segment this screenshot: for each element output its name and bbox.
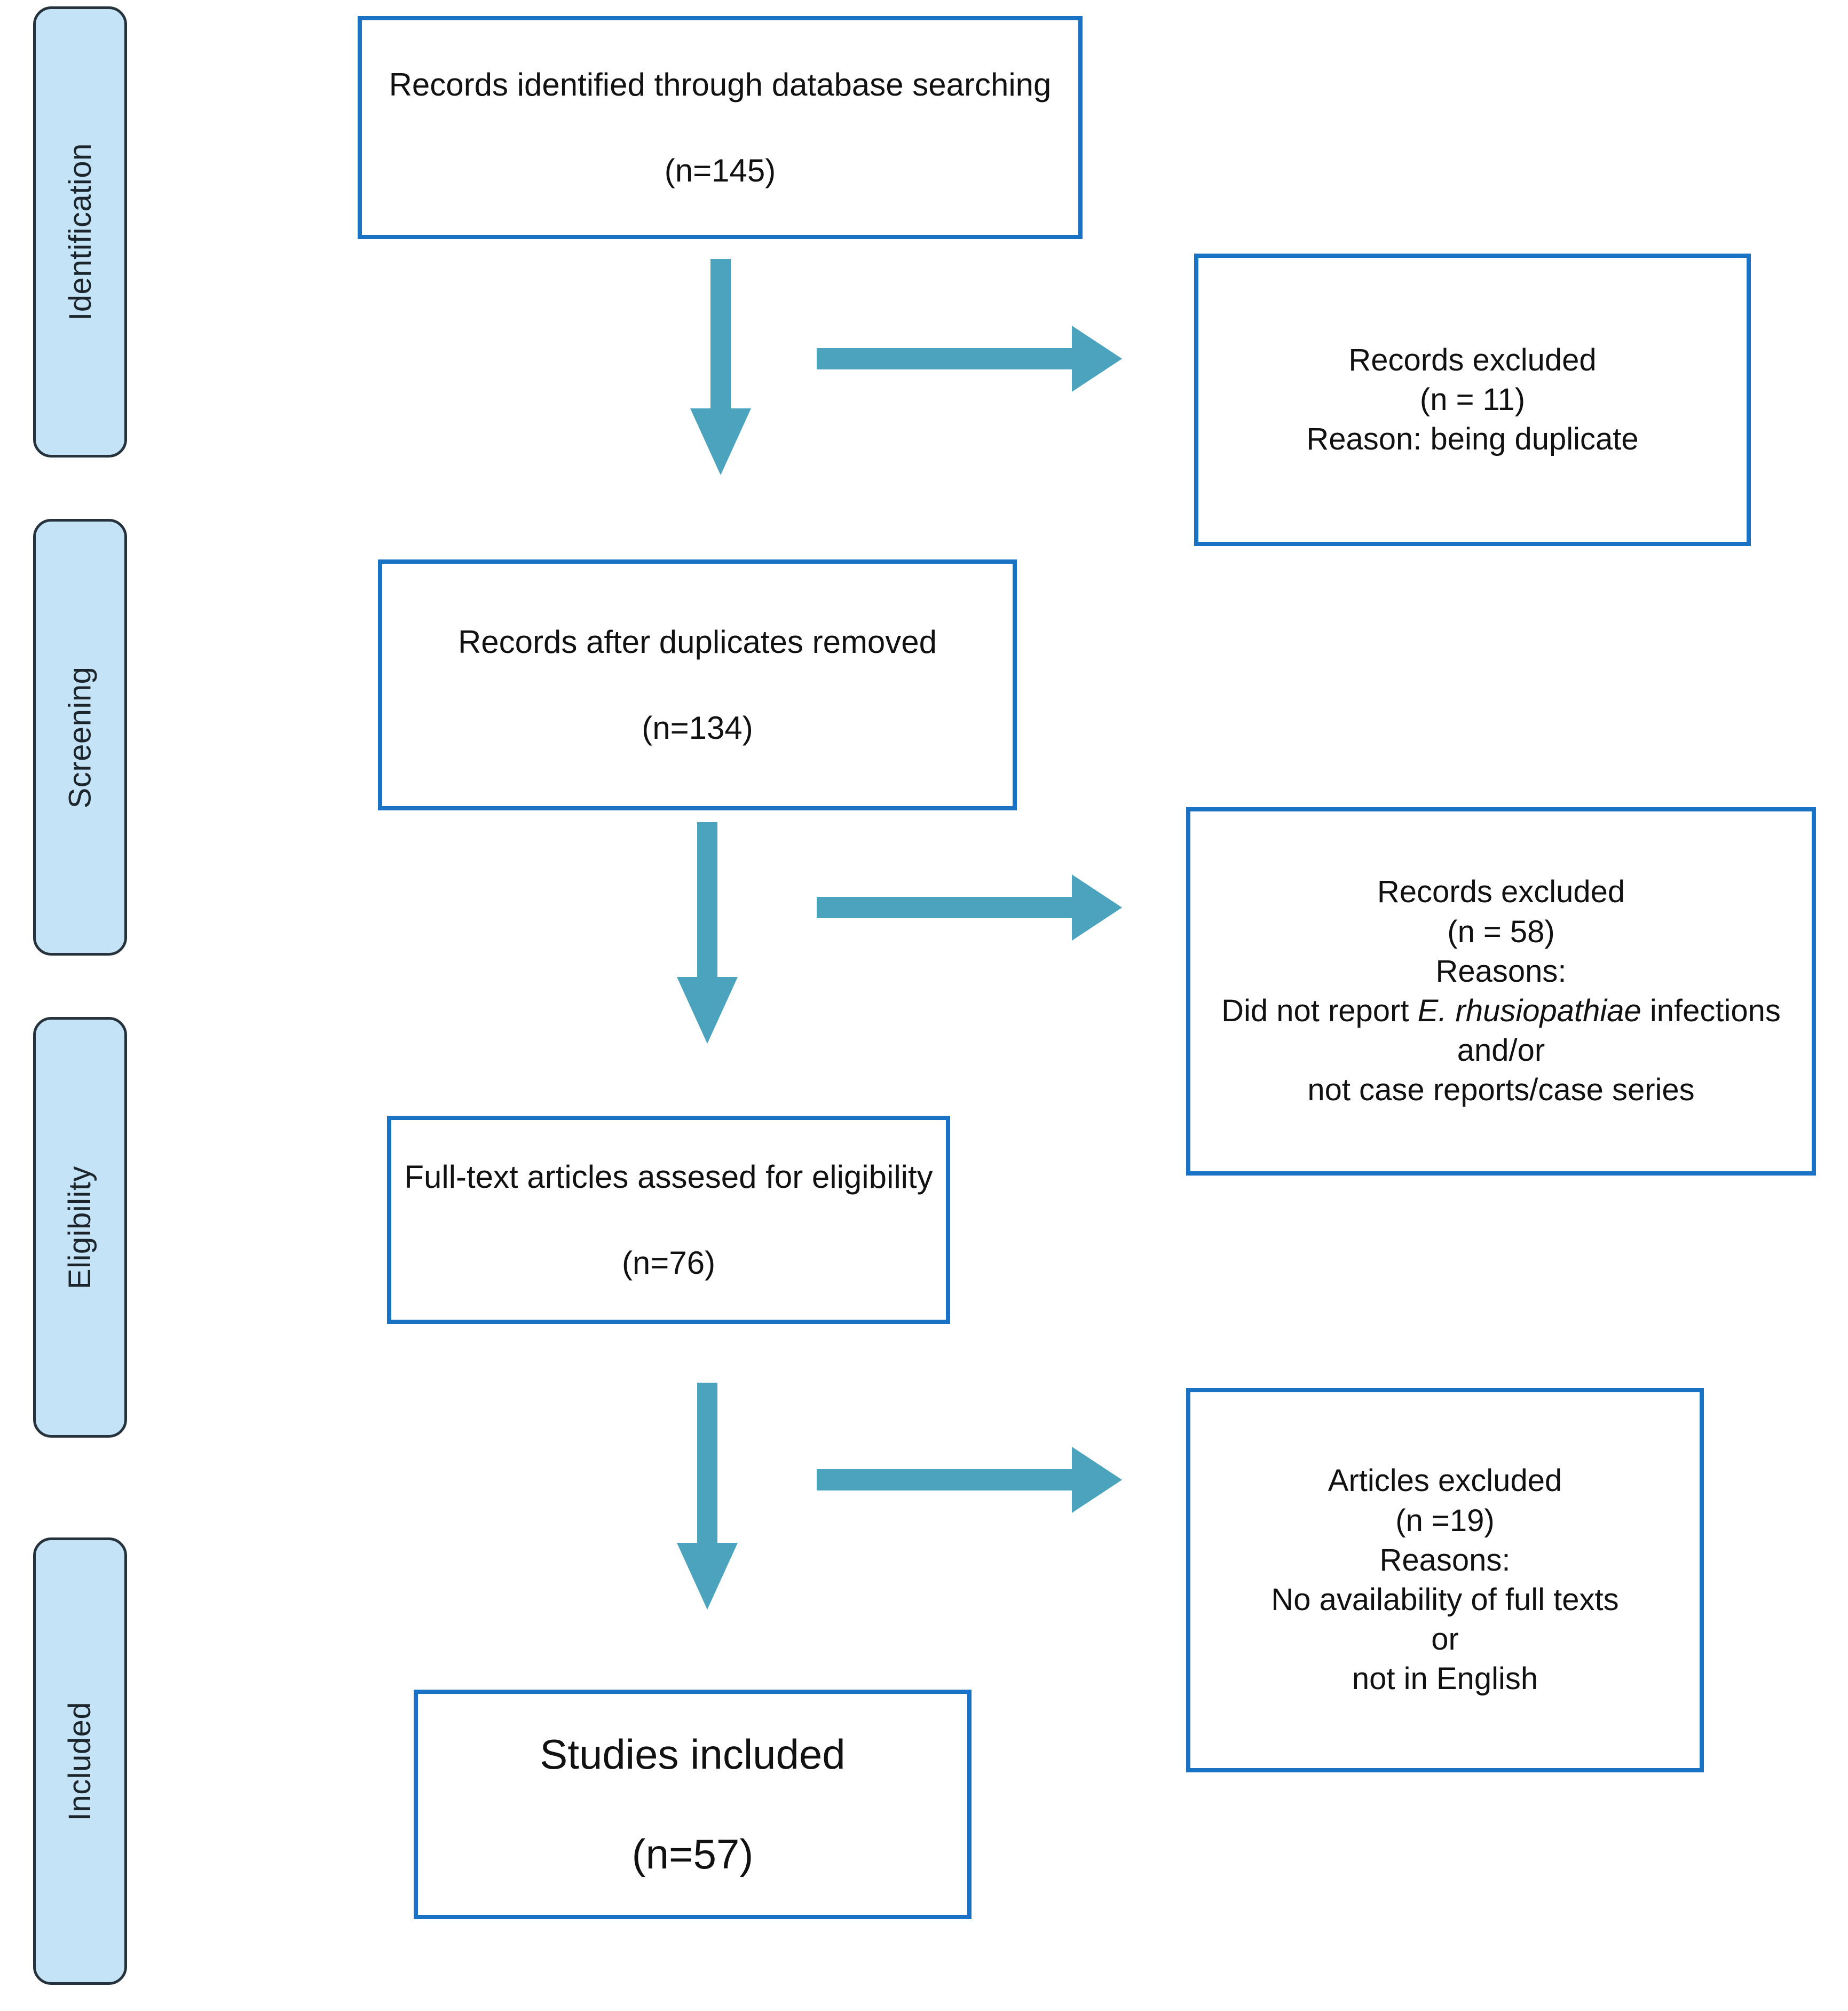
box-articles-excluded-conjunction: or: [1431, 1622, 1459, 1657]
box-studies-included-title: Studies included: [540, 1730, 846, 1778]
box-articles-excluded: Articles excluded (n =19) Reasons: No av…: [1186, 1388, 1704, 1772]
right-arrow-to-excluded-duplicates: [817, 326, 1122, 392]
box-records-excluded-screening-reason1: Did not report E. rhusiopathiae infectio…: [1200, 991, 1802, 1031]
box-records-excluded-screening: Records excluded (n = 58) Reasons: Did n…: [1186, 807, 1816, 1176]
box-fulltext-articles-assessed-count: (n=76): [621, 1245, 716, 1281]
box-studies-included: Studies included (n=57): [414, 1690, 972, 1919]
down-arrow-screening-to-eligibility: [662, 822, 753, 1044]
box-records-excluded-screening-reason2: not case reports/case series: [1307, 1072, 1695, 1108]
down-arrow-eligibility-to-included: [662, 1383, 753, 1610]
stage-label-eligibility: Eligibility: [62, 1165, 98, 1289]
stage-tab-eligibility: Eligibility: [33, 1017, 127, 1438]
box-studies-included-count: (n=57): [631, 1831, 754, 1878]
box-articles-excluded-reason1: No availability of full texts: [1271, 1582, 1619, 1617]
box-records-excluded-screening-reasons-label: Reasons:: [1435, 953, 1567, 989]
box-records-after-duplicates-count: (n=134): [642, 710, 753, 746]
stage-tab-identification: Identification: [33, 6, 127, 458]
box-fulltext-articles-assessed-line1: Full-text articles assesed for eligibili…: [404, 1159, 933, 1195]
box-records-excluded-duplicates-count: (n = 11): [1419, 382, 1526, 417]
stage-label-identification: Identification: [62, 143, 98, 321]
box-records-identified: Records identified through database sear…: [358, 16, 1083, 239]
box-records-excluded-duplicates-title: Records excluded: [1348, 342, 1597, 377]
box-fulltext-articles-assessed: Full-text articles assesed for eligibili…: [387, 1116, 950, 1324]
reason1-prefix: Did not report: [1221, 993, 1418, 1028]
box-articles-excluded-reason2: not in English: [1352, 1661, 1538, 1697]
stage-label-screening: Screening: [62, 666, 98, 808]
box-articles-excluded-title: Articles excluded: [1328, 1463, 1562, 1499]
box-records-identified-count: (n=145): [664, 153, 776, 188]
box-records-excluded-screening-count: (n = 58): [1447, 914, 1555, 949]
box-records-after-duplicates: Records after duplicates removed (n=134): [378, 559, 1017, 810]
box-records-excluded-screening-title: Records excluded: [1377, 874, 1625, 910]
stage-tab-included: Included: [33, 1537, 127, 1985]
right-arrow-to-excluded-screening: [817, 874, 1122, 941]
box-records-after-duplicates-line1: Records after duplicates removed: [457, 624, 937, 660]
species-name-italic: E. rhusiopathiae: [1417, 993, 1641, 1028]
stage-tab-screening: Screening: [33, 519, 127, 956]
box-articles-excluded-count: (n =19): [1395, 1503, 1495, 1538]
right-arrow-to-excluded-fulltext: [817, 1447, 1122, 1513]
box-records-excluded-duplicates: Records excluded (n = 11) Reason: being …: [1194, 254, 1751, 546]
reason1-suffix: infections: [1641, 993, 1781, 1028]
box-records-identified-line1: Records identified through database sear…: [389, 67, 1052, 102]
box-records-excluded-screening-conjunction: and/or: [1457, 1033, 1545, 1068]
down-arrow-identification-to-screening: [675, 259, 766, 475]
stage-label-included: Included: [62, 1701, 98, 1821]
box-articles-excluded-reasons-label: Reasons:: [1379, 1542, 1511, 1578]
box-records-excluded-duplicates-reason: Reason: being duplicate: [1306, 422, 1639, 457]
